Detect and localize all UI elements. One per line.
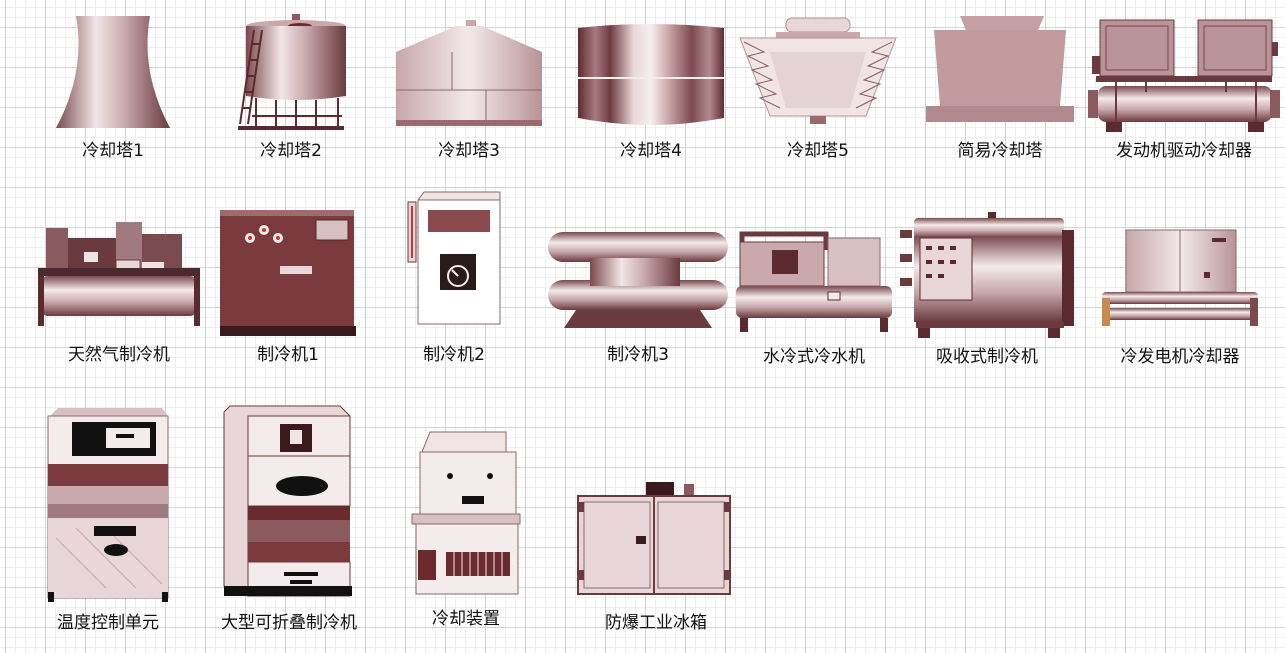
generator-cooler-label: 冷发电机冷却器 xyxy=(1120,347,1240,367)
natural-gas-chiller-label: 天然气制冷机 xyxy=(68,345,170,365)
cooling-tower-1-icon xyxy=(56,16,170,128)
water-cooled-chiller[interactable]: 水冷式冷水机 xyxy=(736,230,892,368)
absorption-chiller[interactable]: 吸收式制冷机 xyxy=(898,208,1076,368)
explosion-proof-fridge-label: 防爆工业冰箱 xyxy=(605,613,707,633)
cooling-tower-2[interactable]: 冷却塔2 xyxy=(232,12,350,162)
simple-cooling-tower-label: 简易冷却塔 xyxy=(957,141,1043,161)
explosion-proof-fridge-icon xyxy=(577,482,731,595)
chiller-1-label: 制冷机1 xyxy=(257,345,319,365)
large-foldable-chiller-icon xyxy=(223,405,352,597)
chiller-2-label: 制冷机2 xyxy=(423,345,485,365)
cooling-tower-4-label: 冷却塔4 xyxy=(620,141,682,161)
cooling-tower-5[interactable]: 冷却塔5 xyxy=(739,12,897,162)
simple-cooling-tower[interactable]: 简易冷却塔 xyxy=(926,12,1074,162)
cooling-tower-5-label: 冷却塔5 xyxy=(787,141,849,161)
cooling-tower-3-icon xyxy=(396,20,542,126)
temperature-control-unit[interactable]: 温度控制单元 xyxy=(46,408,170,634)
engine-driven-chiller-icon xyxy=(1088,19,1280,132)
cooling-tower-4[interactable]: 冷却塔4 xyxy=(578,12,724,162)
generator-cooler[interactable]: 冷发电机冷却器 xyxy=(1100,228,1260,368)
large-foldable-chiller[interactable]: 大型可折叠制冷机 xyxy=(221,405,357,634)
chiller-3-label: 制冷机3 xyxy=(607,345,669,365)
temperature-control-unit-icon xyxy=(47,408,169,602)
cooling-tower-3[interactable]: 冷却塔3 xyxy=(396,12,542,162)
chiller-1[interactable]: 制冷机1 xyxy=(220,210,356,368)
engine-driven-chiller-label: 发动机驱动冷却器 xyxy=(1116,141,1252,161)
chiller-3-icon xyxy=(548,232,728,328)
engine-driven-chiller[interactable]: 发动机驱动冷却器 xyxy=(1086,12,1282,162)
natural-gas-chiller-icon xyxy=(38,222,200,326)
cooling-tower-3-label: 冷却塔3 xyxy=(438,141,500,161)
generator-cooler-icon xyxy=(1102,229,1258,326)
cooling-tower-5-icon xyxy=(739,17,897,124)
cooling-tower-2-label: 冷却塔2 xyxy=(260,141,322,161)
absorption-chiller-icon xyxy=(900,212,1074,338)
temperature-control-unit-label: 温度控制单元 xyxy=(57,613,159,633)
chiller-3[interactable]: 制冷机3 xyxy=(546,228,730,368)
cooling-tower-1[interactable]: 冷却塔1 xyxy=(52,12,174,162)
chiller-2[interactable]: 制冷机2 xyxy=(404,191,504,368)
natural-gas-chiller[interactable]: 天然气制冷机 xyxy=(38,218,200,368)
cooling-tower-2-icon xyxy=(238,14,346,130)
simple-cooling-tower-icon xyxy=(926,16,1074,122)
cooling-device-label: 冷却装置 xyxy=(432,609,500,629)
absorption-chiller-label: 吸收式制冷机 xyxy=(936,347,1038,367)
large-foldable-chiller-label: 大型可折叠制冷机 xyxy=(221,613,357,633)
cooling-device[interactable]: 冷却装置 xyxy=(410,428,522,634)
cooling-tower-4-icon xyxy=(578,24,724,125)
cooling-tower-1-label: 冷却塔1 xyxy=(82,141,144,161)
chiller-2-icon xyxy=(407,191,501,325)
water-cooled-chiller-label: 水冷式冷水机 xyxy=(763,347,865,367)
cooling-device-icon xyxy=(411,431,521,595)
explosion-proof-fridge[interactable]: 防爆工业冰箱 xyxy=(577,480,734,634)
water-cooled-chiller-icon xyxy=(736,231,892,332)
chiller-1-icon xyxy=(220,210,356,336)
